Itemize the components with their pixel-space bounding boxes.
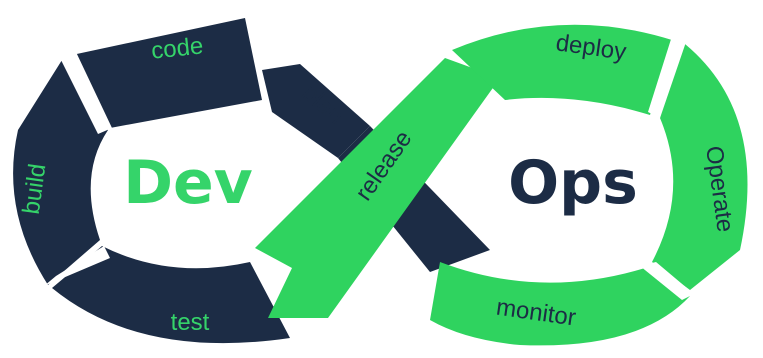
plan-segment: [262, 64, 370, 158]
stage-label-test: test: [171, 309, 210, 336]
separator-arrow: [60, 52, 112, 134]
deploy-segment: [452, 24, 672, 115]
dev-title: Dev: [123, 148, 253, 218]
release-segment: [255, 58, 500, 318]
separator-arrow: [640, 262, 694, 300]
code-segment: [72, 18, 262, 128]
separator-arrow: [648, 36, 686, 118]
build-segment: [13, 60, 108, 285]
ops-title: Ops: [508, 148, 638, 218]
monitor-segment: [430, 262, 690, 346]
test-segment: [52, 246, 290, 344]
operate-segment: [652, 40, 748, 290]
separator-arrow: [44, 246, 110, 286]
stage-label-code: code: [150, 32, 205, 64]
